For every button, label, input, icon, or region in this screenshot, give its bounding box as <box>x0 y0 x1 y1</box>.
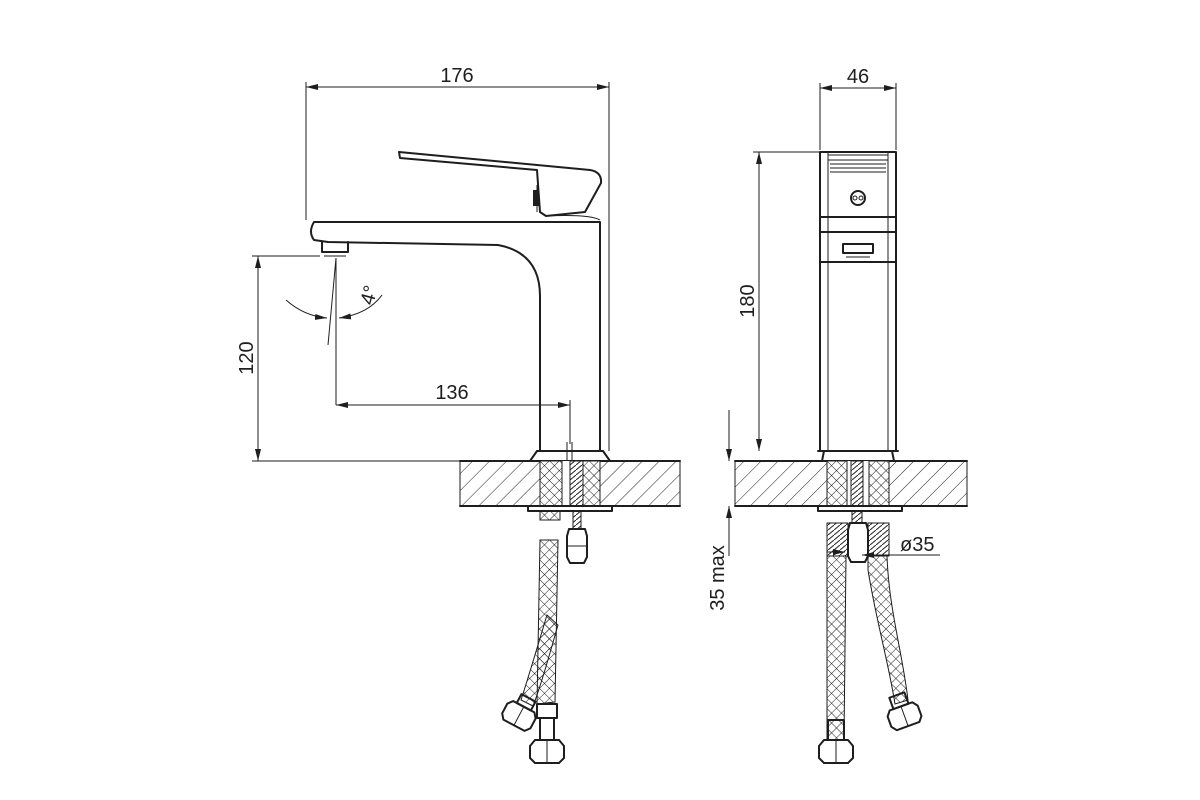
deck-thickness-label: 35 max <box>707 545 729 611</box>
countertop-section-side <box>734 460 968 507</box>
hole-diameter-dimension: ø35 <box>827 534 940 558</box>
spout-angle-marks: 4° <box>285 257 383 405</box>
faucet-body-front <box>310 221 611 462</box>
spout-angle-label: 4° <box>357 283 383 307</box>
mounting-bore-front <box>539 460 601 507</box>
underside-fittings-front <box>501 505 613 764</box>
overall-width-dimension: 176 <box>305 65 610 451</box>
underside-fittings-side <box>817 505 923 764</box>
set-screw-icon <box>850 190 866 206</box>
lever-handle-front <box>398 151 603 221</box>
overall-width-label: 176 <box>440 65 473 87</box>
faucet-body-side <box>817 151 899 462</box>
overall-height-dimension: 180 <box>737 151 820 451</box>
body-width-label: 46 <box>847 66 869 88</box>
body-width-dimension: 46 <box>819 66 897 150</box>
side-view: 46 180 35 max <box>707 66 968 764</box>
hole-diameter-label: ø35 <box>900 534 934 556</box>
front-view: 4° 176 120 136 <box>236 65 681 764</box>
spout-reach-dimension: 136 <box>336 382 571 444</box>
overall-height-label: 180 <box>737 284 759 317</box>
spout-reach-label: 136 <box>435 382 468 404</box>
spout-height-dimension: 120 <box>236 255 460 462</box>
deck-thickness-dimension: 35 max <box>707 410 732 611</box>
spout-height-label: 120 <box>236 341 258 374</box>
